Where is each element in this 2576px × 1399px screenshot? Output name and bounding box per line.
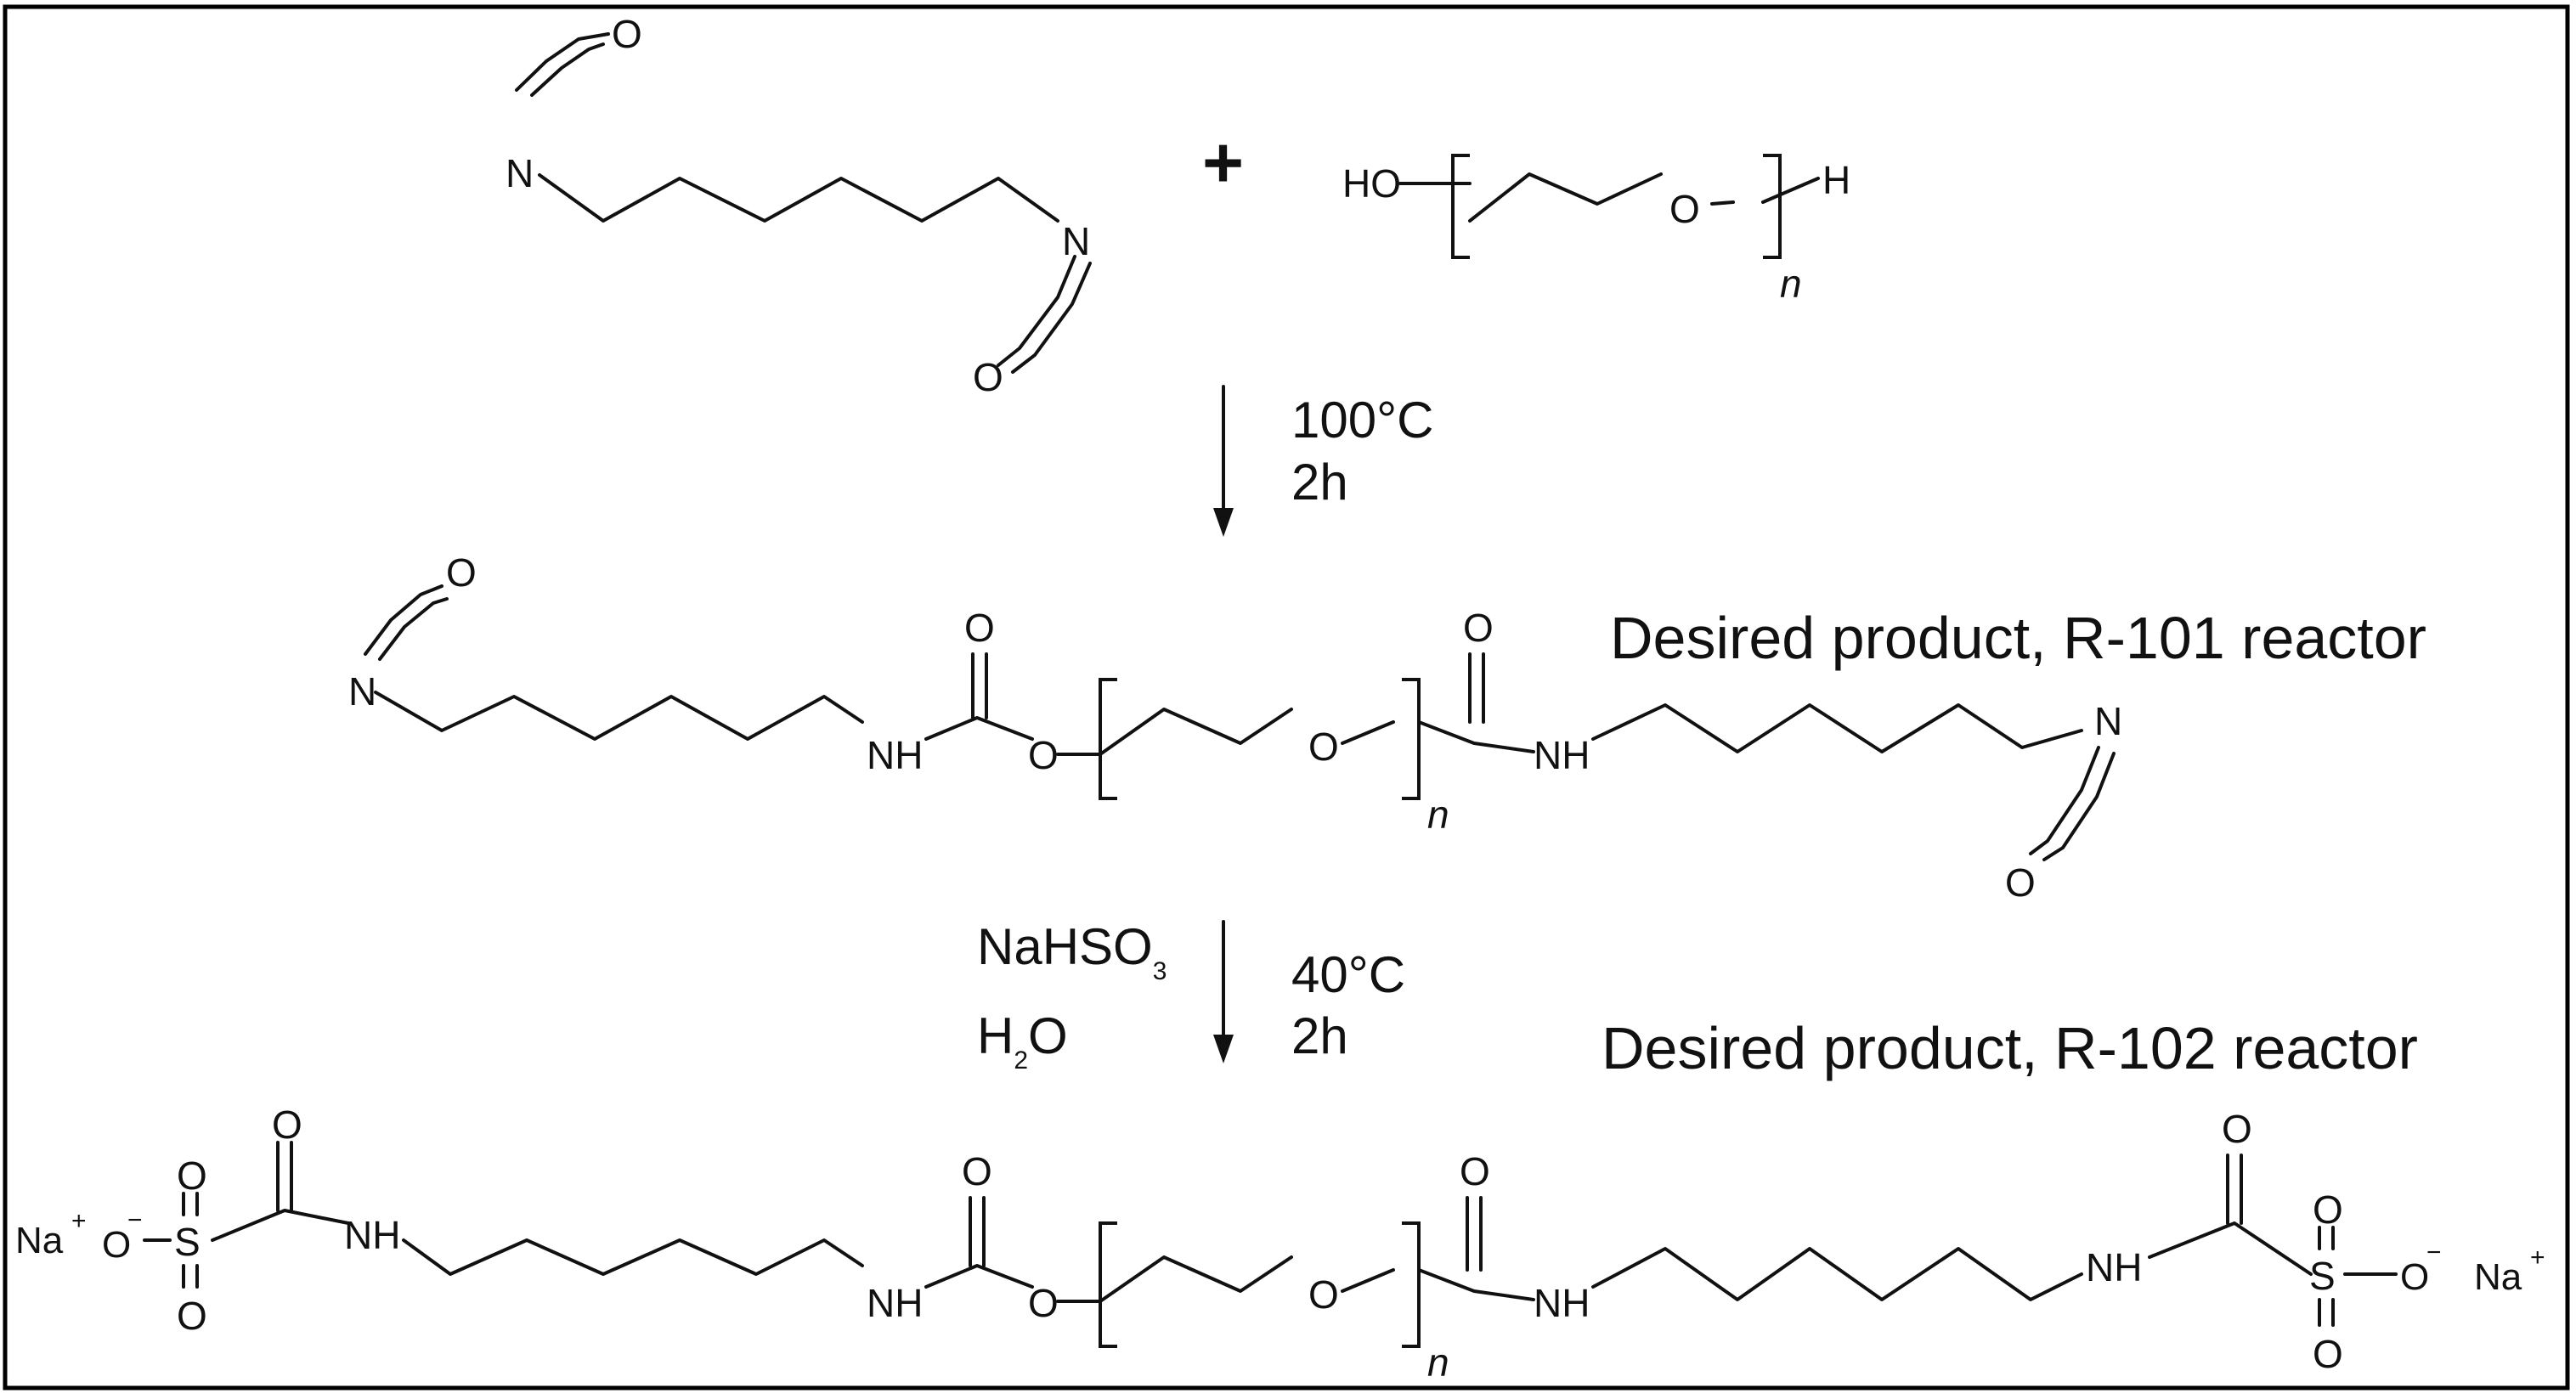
reactant-peg: HO O H n xyxy=(1342,154,1850,306)
atom-N: N xyxy=(2094,699,2122,743)
plus-sign: + xyxy=(1202,122,1244,202)
repeat-n: n xyxy=(1427,1340,1449,1385)
atom-O: O xyxy=(2400,1256,2429,1298)
time-label-1: 2h xyxy=(1291,454,1348,511)
atom-O: O xyxy=(962,1149,992,1193)
atom-S: S xyxy=(2309,1254,2336,1298)
atom-O: O xyxy=(2313,1332,2343,1376)
atom-NH: NH xyxy=(2086,1245,2142,1289)
reagent-nahso3: NaHSO3 xyxy=(977,918,1167,985)
atom-Na: Na xyxy=(15,1220,64,1261)
atom-O: O xyxy=(2222,1107,2252,1151)
time-label-2: 2h xyxy=(1291,1007,1348,1064)
atom-O: O xyxy=(1028,1281,1059,1325)
atom-O: O xyxy=(973,355,1003,399)
atom-O: O xyxy=(1028,733,1059,777)
charge-plus: + xyxy=(71,1207,87,1235)
atom-O: O xyxy=(964,606,995,650)
reactant-diisocyanate: O N N O xyxy=(506,12,1092,399)
atom-O: O xyxy=(177,1294,207,1338)
charge-plus: + xyxy=(2530,1244,2545,1272)
atom-S: S xyxy=(174,1220,201,1264)
atom-O: O xyxy=(2005,860,2036,905)
figure-frame xyxy=(3,4,2570,1391)
reaction-arrow-2 xyxy=(1213,920,1234,1063)
reaction-arrow-1 xyxy=(1213,385,1234,537)
intermediate-prepolymer: O N NH O O O n O NH N O xyxy=(348,550,2122,905)
charge-minus: − xyxy=(2426,1238,2442,1266)
caption-r102: Desired product, R-102 reactor xyxy=(1602,1015,2418,1081)
atom-O: O xyxy=(272,1103,302,1147)
atom-NH: NH xyxy=(1534,733,1590,777)
atom-Na: Na xyxy=(2474,1256,2522,1298)
final-product-sulfonate: Na + O − S O O O NH NH O O O n O NH xyxy=(15,1103,2545,1385)
atom-HO: HO xyxy=(1342,161,1401,206)
charge-minus: − xyxy=(127,1206,143,1234)
atom-N: N xyxy=(506,151,534,195)
repeat-n: n xyxy=(1427,793,1449,837)
atom-H: H xyxy=(1822,158,1850,202)
atom-N: N xyxy=(348,669,376,714)
atom-O: O xyxy=(1460,1149,1490,1193)
atom-O: O xyxy=(446,550,477,595)
atom-O: O xyxy=(1308,725,1339,769)
solvent-water: H2O xyxy=(977,1007,1068,1075)
atom-O: O xyxy=(177,1154,207,1198)
repeat-n: n xyxy=(1780,262,1802,306)
atom-NH: NH xyxy=(867,1281,923,1325)
atom-O: O xyxy=(612,12,642,56)
atom-NH: NH xyxy=(1534,1281,1590,1325)
atom-NH: NH xyxy=(344,1213,400,1257)
atom-O: O xyxy=(1308,1272,1339,1317)
atom-N: N xyxy=(1062,219,1090,263)
atom-O: O xyxy=(1669,187,1700,231)
temperature-label-2: 40°C xyxy=(1291,946,1405,1003)
atom-O: O xyxy=(1463,606,1494,650)
atom-NH: NH xyxy=(867,733,923,777)
atom-O: O xyxy=(102,1224,131,1266)
caption-r101: Desired product, R-101 reactor xyxy=(1610,605,2426,671)
atom-O: O xyxy=(2313,1187,2343,1232)
temperature-label-1: 100°C xyxy=(1291,392,1433,448)
